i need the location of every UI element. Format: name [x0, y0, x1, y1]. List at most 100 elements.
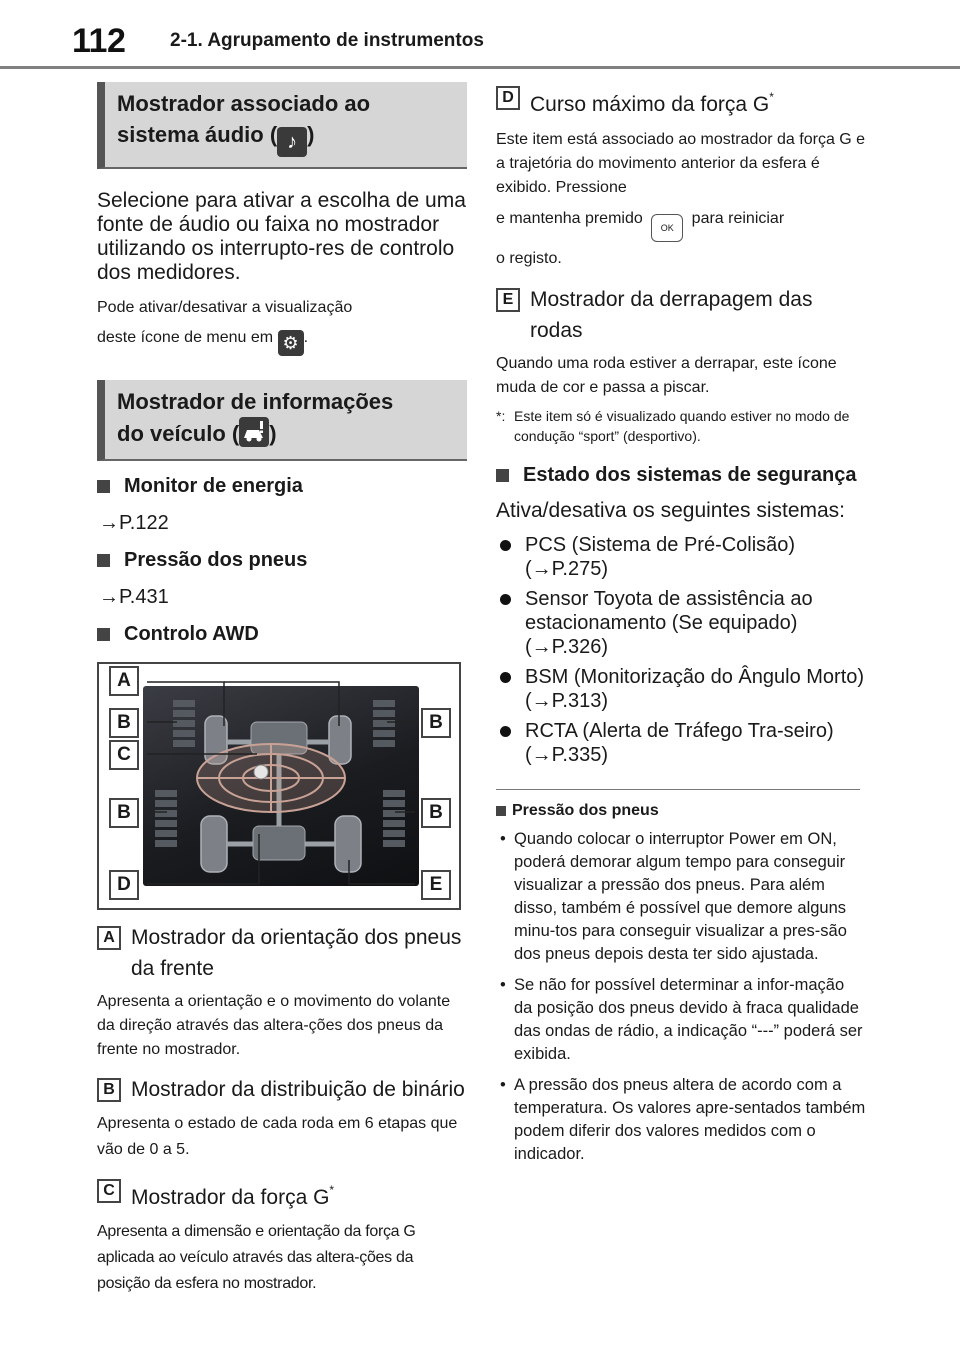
item-title-text: Curso máximo da força G [530, 93, 770, 116]
item-badge: E [496, 288, 520, 312]
footnote: *: Este item só é visualizado quando est… [496, 406, 866, 446]
bullet-text: Sensor Toyota de assistência ao estacion… [525, 588, 813, 658]
item-badge: C [97, 1179, 121, 1203]
item-e-desc: Quando uma roda estiver a derrapar, este… [496, 355, 837, 396]
notes-title: Pressão dos pneus [496, 802, 866, 820]
figure-label-e: E [421, 870, 451, 900]
left-column: Mostrador associado ao sistema áudio (♪)… [97, 82, 467, 1297]
list-item: RCTA (Alerta de Tráfego Tra-seiro) (→P.3… [496, 719, 866, 767]
awd-illustration [155, 700, 405, 873]
vehicle-section-title-line1: Mostrador de informações [117, 389, 394, 414]
item-title: Mostrador da derrapagem das rodas [530, 288, 813, 342]
figure-label-b: B [421, 708, 451, 738]
audio-section-header: Mostrador associado ao sistema áudio (♪) [97, 82, 467, 169]
item-badge: A [97, 926, 121, 950]
figure-label-b: B [421, 798, 451, 828]
figure-label-c: C [109, 740, 139, 770]
safety-section-title: Estado dos sistemas de segurança [496, 464, 866, 487]
figure-label-b: B [109, 708, 139, 738]
square-bullet-icon [496, 469, 509, 482]
audio-note-line1: Pode ativar/desativar a visualização [97, 299, 353, 316]
footnote-marker: * [769, 90, 774, 104]
note-text: Se não for possível determinar a infor-m… [514, 976, 863, 1063]
notes-title-text: Pressão dos pneus [512, 802, 659, 819]
item-c-desc: Apresenta a dimensão e orientação da for… [97, 1223, 416, 1292]
list-item: BSM (Monitorização do Ângulo Morto) (→P.… [496, 665, 866, 713]
audio-title-post: ) [307, 122, 315, 147]
item-d: D Curso máximo da força G* [496, 82, 866, 120]
notes-list: •Quando colocar o interruptor Power em O… [496, 828, 866, 1166]
figure-leader-lines [147, 681, 415, 885]
music-note-icon: ♪ [277, 127, 308, 157]
item-d-desc-line2: e mantenha premido OK para reiniciar [496, 206, 866, 242]
note-text: Quando colocar o interruptor Power em ON… [514, 830, 847, 963]
subsection-title: Controlo AWD [124, 623, 259, 645]
subsection-tire-pressure: Pressão dos pneus [97, 549, 467, 572]
audio-section-title-line1: Mostrador associado ao [117, 91, 371, 116]
item-d-desc-line3: o registo. [496, 250, 562, 267]
list-item: •Se não for possível determinar a infor-… [496, 974, 866, 1066]
vehicle-section-header: Mostrador de informações do veículo ( ) [97, 380, 467, 461]
bullet-icon [500, 594, 511, 605]
item-title: Curso máximo da força G* [530, 82, 774, 120]
notes-divider [496, 789, 860, 790]
page-reference[interactable]: →P.122 [99, 512, 169, 534]
safety-bullet-list: PCS (Sistema de Pré-Colisão) (→P.275) Se… [496, 533, 866, 767]
bullet-text: BSM (Monitorização do Ângulo Morto) (→P.… [525, 666, 865, 712]
vehicle-info-icon [239, 417, 270, 447]
bullet-icon [500, 540, 511, 551]
right-column: D Curso máximo da força G* Este item est… [496, 82, 866, 1166]
subsection-title: Monitor de energia [124, 475, 303, 497]
list-item: Sensor Toyota de assistência ao estacion… [496, 587, 866, 659]
vehicle-section-title-line2: do veículo ( ) [117, 417, 459, 449]
item-b: B Mostrador da distribuição de binário [97, 1074, 467, 1105]
item-b-desc: Apresenta o estado de cada roda em 6 eta… [97, 1115, 458, 1158]
item-d-desc-pre: e mantenha premido [496, 210, 643, 227]
figure-label-a: A [109, 666, 139, 696]
audio-title-pre: sistema áudio ( [117, 122, 278, 147]
square-bullet-icon [496, 806, 506, 816]
vehicle-title-post: ) [269, 421, 277, 446]
item-d-desc: Este item está associado ao mostrador da… [496, 131, 866, 196]
audio-note-post: . [303, 329, 309, 346]
audio-note-pre: deste ícone de menu em [97, 329, 274, 346]
footnote-text: Este item só é visualizado quando estive… [514, 408, 850, 444]
item-a: A Mostrador da orientação dos pneus da f… [97, 922, 467, 984]
vehicle-title-pre: do veículo ( [117, 421, 240, 446]
item-d-desc-post: para reiniciar [691, 210, 785, 227]
item-badge: D [496, 86, 520, 110]
subsection-awd-control: Controlo AWD [97, 623, 467, 646]
subsection-energy-monitor: Monitor de energia [97, 475, 467, 498]
header-divider [0, 66, 960, 69]
item-title: Mostrador da orientação dos pneus da fre… [131, 926, 462, 980]
square-bullet-icon [97, 628, 110, 641]
audio-section-body: Selecione para ativar a escolha de uma f… [97, 189, 466, 284]
audio-note-line2: deste ícone de menu em ⚙. [97, 325, 467, 356]
figure-label-d: D [109, 870, 139, 900]
list-item: •Quando colocar o interruptor Power em O… [496, 828, 866, 966]
audio-section-title-line2: sistema áudio (♪) [117, 119, 459, 157]
item-title: Mostrador da força G* [131, 1175, 334, 1213]
item-e: E Mostrador da derrapagem das rodas [496, 284, 866, 346]
ok-button-icon: OK [651, 214, 684, 242]
subsection-title: Pressão dos pneus [124, 549, 308, 571]
chapter-title: 2-1. Agrupamento de instrumentos [170, 30, 484, 51]
figure-label-b: B [109, 798, 139, 828]
bullet-text: RCTA (Alerta de Tráfego Tra-seiro) (→P.3… [525, 720, 834, 766]
item-badge: B [97, 1078, 121, 1102]
page-number: 112 [72, 22, 126, 60]
list-item: •A pressão dos pneus altera de acordo co… [496, 1074, 866, 1166]
awd-display-figure: A B B C B B D E [97, 662, 461, 910]
footnote-star: *: [496, 408, 506, 424]
bullet-icon [500, 672, 511, 683]
subsection-title: Estado dos sistemas de segurança [523, 464, 857, 486]
square-bullet-icon [97, 480, 110, 493]
safety-intro: Ativa/desativa os seguintes sistemas: [496, 499, 846, 522]
item-c: C Mostrador da força G* [97, 1175, 467, 1213]
item-title-text: Mostrador da força G [131, 1186, 330, 1209]
footnote-marker: * [329, 1183, 335, 1197]
gear-icon: ⚙ [277, 330, 304, 356]
list-item: PCS (Sistema de Pré-Colisão) (→P.275) [496, 533, 866, 581]
page-reference[interactable]: →P.431 [99, 586, 169, 608]
note-text: A pressão dos pneus altera de acordo com… [514, 1076, 866, 1163]
